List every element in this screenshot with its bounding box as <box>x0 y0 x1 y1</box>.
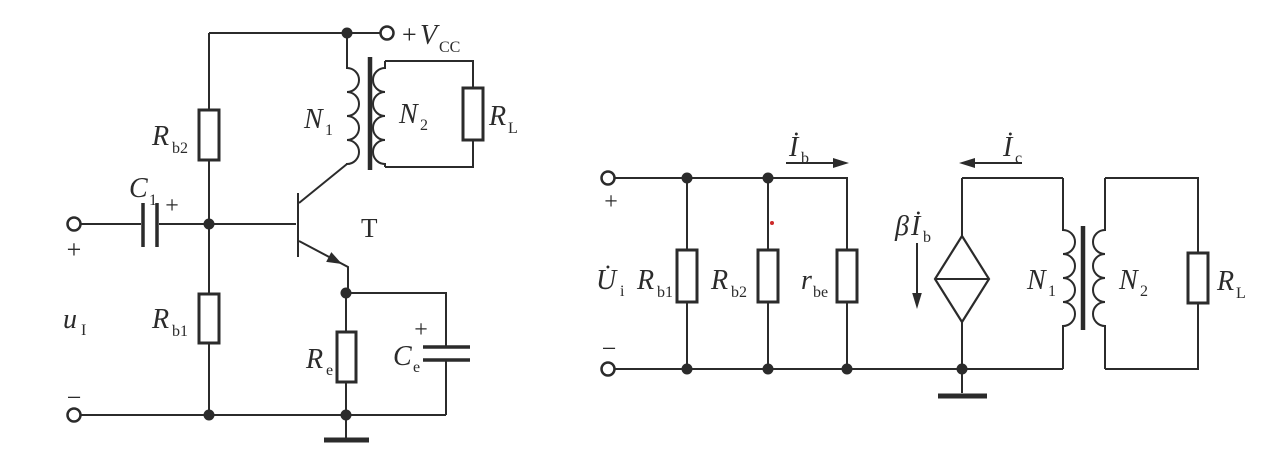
label-rl-left: R <box>488 101 506 132</box>
label-rb1: R <box>151 304 169 335</box>
resistor-rl-left <box>461 86 485 142</box>
label-re: R <box>305 344 323 375</box>
label-n1-left: N <box>303 104 324 135</box>
label-n2-left: N <box>398 99 419 130</box>
label-ui-left-sub: I <box>81 322 86 339</box>
junction-dot <box>341 27 353 39</box>
label-n1: N <box>1026 265 1047 296</box>
label-rb2-sub: b2 <box>172 140 188 157</box>
resistor-re <box>335 330 358 384</box>
transistor-emitter-arrow-icon <box>326 252 342 264</box>
label-vcc: V <box>420 20 440 51</box>
wire-top-rail <box>614 177 848 250</box>
junction-dot <box>340 409 352 421</box>
label-ic-sub: c <box>1015 150 1022 167</box>
label-rb1: R <box>636 265 654 296</box>
ib-arrowhead-icon <box>833 158 849 168</box>
resistor-rl <box>1186 251 1210 305</box>
junction-dot <box>956 363 968 375</box>
label-rb2: R <box>151 121 169 152</box>
label-re-sub: e <box>326 362 333 379</box>
label-rb2-sub: b2 <box>731 284 747 301</box>
label-vcc-sub: CC <box>439 39 460 56</box>
label-ui-left: u <box>63 304 77 335</box>
terminal-input-bottom <box>66 407 82 423</box>
label-n2-left-sub: 2 <box>420 117 428 134</box>
terminal-vcc <box>379 25 395 41</box>
label-n2-sub: 2 <box>1140 283 1148 300</box>
resistor-rb1 <box>197 292 221 345</box>
label-ce-polarity: + <box>414 317 428 343</box>
wire-ce-branch <box>346 292 447 415</box>
label-ce-sub: e <box>413 359 420 376</box>
label-rl-sub: L <box>1236 285 1246 302</box>
wire-collector <box>298 163 348 204</box>
wire-emitter <box>298 240 349 293</box>
ic-arrowhead-icon <box>959 158 975 168</box>
label-rbe-sub: be <box>813 284 828 301</box>
wire-n2-rl-loop <box>1105 177 1199 370</box>
junction-dot <box>681 172 693 184</box>
terminal-input-bottom <box>600 361 616 377</box>
label-input-minus: − <box>602 334 617 363</box>
coil-n1-right <box>1062 178 1076 369</box>
resistor-rbe <box>835 248 859 304</box>
junction-dot <box>203 409 215 421</box>
label-transistor: T <box>361 213 378 243</box>
resistor-rb1 <box>675 248 699 304</box>
coil-n1-left <box>346 33 360 165</box>
beta-ib-arrowhead-icon <box>912 293 922 309</box>
label-rl-left-sub: L <box>508 120 518 137</box>
label-ui-sub: i <box>620 283 625 300</box>
label-c1-polarity: + <box>165 193 179 219</box>
right-circuit: İ b İ c + U̇ i − R b1 R b2 r be β İ b N … <box>596 132 1246 399</box>
terminal-input-top <box>66 216 82 232</box>
wire-n2-rl-loop <box>385 60 474 168</box>
label-rbe: r <box>801 265 812 296</box>
junction-dot <box>681 363 693 375</box>
coil-n2-right <box>1092 178 1106 369</box>
label-rl: R <box>1216 266 1234 297</box>
label-input-plus: + <box>67 235 82 264</box>
red-dot-artifact <box>770 221 774 225</box>
label-ic: İ <box>1002 132 1014 163</box>
wire-source-loop <box>961 177 1063 369</box>
label-rb1-sub: b1 <box>172 323 188 340</box>
coil-n2-left <box>372 61 386 167</box>
junction-dot <box>762 363 774 375</box>
label-ib: İ <box>788 132 800 163</box>
label-beta-ib: İ <box>910 211 922 242</box>
left-circuit: + V CC R b2 C 1 + + u I − R b1 N 1 N 2 R… <box>63 20 518 443</box>
label-ib-sub: b <box>801 150 809 167</box>
junction-dot <box>203 218 215 230</box>
resistor-rb2 <box>197 108 221 162</box>
terminal-input-top <box>600 170 616 186</box>
label-beta: β <box>894 211 909 242</box>
label-c1: C <box>129 173 148 204</box>
label-input-minus: − <box>67 383 82 412</box>
junction-dot <box>841 363 853 375</box>
capacitor-c1-plates <box>141 203 159 247</box>
label-n1-sub: 1 <box>1048 283 1056 300</box>
label-c1-sub: 1 <box>149 192 157 209</box>
label-beta-ib-sub: b <box>923 229 931 246</box>
capacitor-ce-plates <box>423 345 470 362</box>
resistor-rb2 <box>756 248 780 304</box>
label-vcc-plus: + <box>402 20 417 49</box>
label-input-plus: + <box>604 189 618 215</box>
label-n2: N <box>1118 265 1139 296</box>
label-ui: U̇ <box>596 265 618 296</box>
label-rb1-sub: b1 <box>657 284 673 301</box>
label-rb2: R <box>710 265 728 296</box>
junction-dot <box>340 287 352 299</box>
label-n1-left-sub: 1 <box>325 122 333 139</box>
junction-dot <box>762 172 774 184</box>
label-ce: C <box>393 341 412 372</box>
